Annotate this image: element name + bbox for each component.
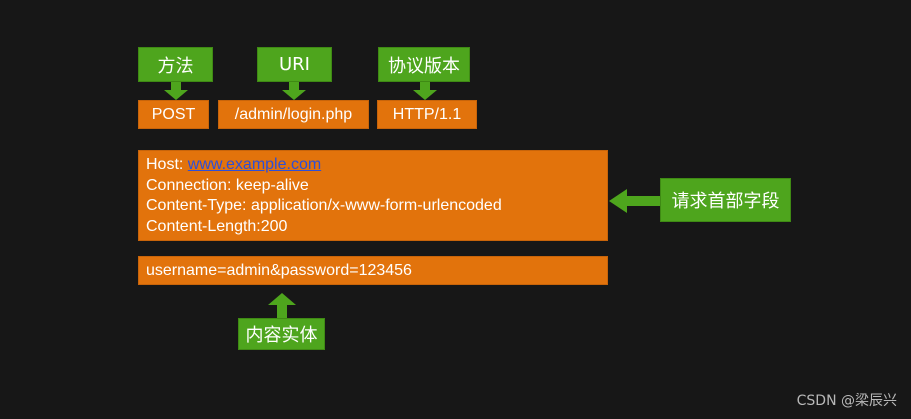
headers-label: 请求首部字段 xyxy=(660,178,791,222)
header-content-type: Content-Type: application/x-www-form-url… xyxy=(146,197,502,215)
version-value: HTTP/1.1 xyxy=(377,100,477,129)
header-connection: Connection: keep-alive xyxy=(146,176,309,194)
entity-body-content: username=admin&password=123456 xyxy=(146,261,412,279)
body-label: 内容实体 xyxy=(238,318,325,350)
uri-arrow-icon xyxy=(282,82,306,100)
uri-value: /admin/login.php xyxy=(218,100,369,129)
host-key: Host: xyxy=(146,156,188,173)
header-host: Host: www.example.com xyxy=(146,155,600,176)
request-headers-box: Host: www.example.com Connection: keep-a… xyxy=(138,150,608,241)
watermark: CSDN @梁辰兴 xyxy=(796,393,897,409)
body-arrow-icon xyxy=(268,293,296,319)
host-link[interactable]: www.example.com xyxy=(187,156,322,173)
entity-body-box: username=admin&password=123456 xyxy=(138,256,608,285)
version-arrow-icon xyxy=(413,82,437,100)
method-arrow-icon xyxy=(164,82,188,100)
method-value: POST xyxy=(138,100,209,129)
header-content-length: Content-Length:200 xyxy=(146,218,288,236)
version-label: 协议版本 xyxy=(378,47,470,82)
uri-label: URI xyxy=(257,47,332,82)
headers-arrow-icon xyxy=(609,189,661,213)
method-label: 方法 xyxy=(138,47,213,82)
